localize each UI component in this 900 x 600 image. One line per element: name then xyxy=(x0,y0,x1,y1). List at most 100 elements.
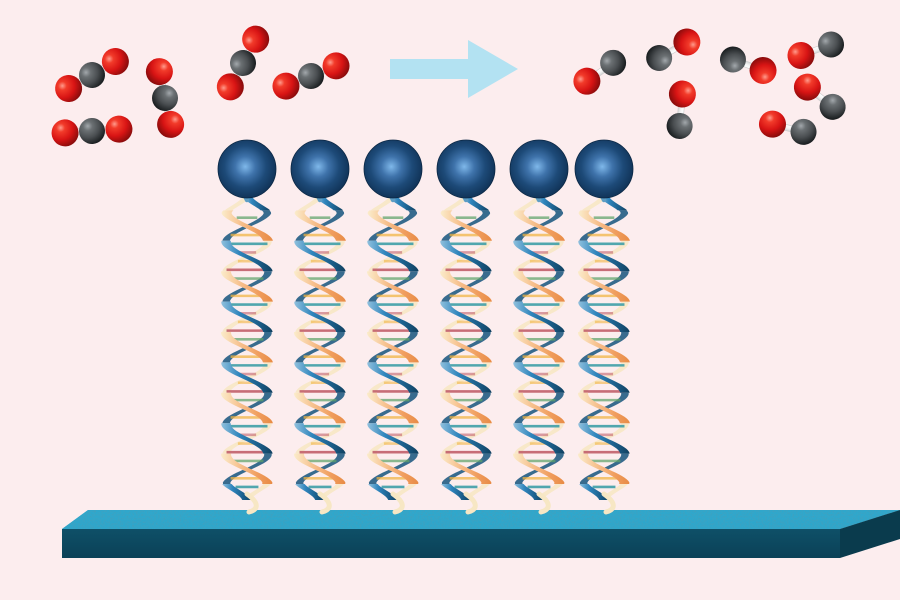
dna-backbone-orange xyxy=(221,392,273,424)
dna-backbone-orange xyxy=(367,453,419,484)
dna-backbone-front xyxy=(367,196,419,500)
dna-backbone-blue xyxy=(221,240,273,272)
dna-strand xyxy=(294,167,346,515)
dna-backbone-orange xyxy=(221,271,273,302)
gold-nanoparticle xyxy=(363,139,423,199)
dna-backbone-blue xyxy=(514,484,544,500)
dna-backbone-orange xyxy=(578,453,630,484)
dna-backbone-orange xyxy=(294,210,346,241)
dna-backbone-orange xyxy=(221,453,273,484)
dna-backbone-orange xyxy=(440,392,492,424)
gold-nanoparticle xyxy=(290,139,350,199)
dna-backbone-blue xyxy=(294,301,346,332)
dna-backbone-blue xyxy=(367,423,419,454)
dna-tail xyxy=(601,491,616,515)
dna-backbone-blue xyxy=(578,362,630,393)
dna-backbone-blue xyxy=(367,240,419,272)
substrate-texture xyxy=(62,510,900,529)
dna-backbone-blue xyxy=(221,301,273,332)
dna-backbone-orange xyxy=(224,196,251,211)
dna-tail xyxy=(390,491,405,515)
dna-backbone-blue xyxy=(440,362,492,393)
dna-backbone-blue xyxy=(578,301,630,332)
dna-backbone-front xyxy=(221,196,273,500)
dna-backbone-blue xyxy=(294,423,346,454)
dna-strand xyxy=(440,167,492,515)
dna-backbone-orange xyxy=(367,210,419,241)
dna-backbone-blue xyxy=(440,423,492,454)
dna-tail xyxy=(536,491,551,515)
electrode-substrate-slab xyxy=(62,510,900,558)
co2-molecule xyxy=(51,115,134,148)
dna-backbone-blue xyxy=(513,362,565,393)
dna-backbone-blue xyxy=(367,301,419,332)
dna-backbone-orange xyxy=(578,271,630,302)
dna-backbone-blue xyxy=(294,240,346,272)
gold-nanoparticle xyxy=(509,139,569,199)
dna-tail xyxy=(317,491,332,515)
dna-backbone-blue xyxy=(513,423,565,454)
dna-backbone-orange xyxy=(294,332,346,363)
dna-backbone-blue xyxy=(578,240,630,272)
dna-backbone-blue xyxy=(388,196,417,211)
dna-backbone-blue xyxy=(599,196,628,211)
dna-backbone-orange xyxy=(221,332,273,363)
dna-backbone-blue xyxy=(578,423,630,454)
dna-backbone-blue xyxy=(315,196,344,211)
reaction-arrow xyxy=(390,40,518,98)
dna-backbone-blue xyxy=(440,301,492,332)
dna-strand xyxy=(221,167,273,515)
dna-tether-row xyxy=(221,167,630,515)
dna-backbone-orange xyxy=(367,271,419,302)
dna-backbone-blue xyxy=(440,240,492,272)
dna-backbone-orange xyxy=(443,196,470,211)
dna-backbone-blue xyxy=(513,240,565,272)
dna-backbone-orange xyxy=(440,453,492,484)
gold-nanoparticle xyxy=(574,139,634,199)
dna-base-pair-group xyxy=(226,216,268,489)
dna-backbone-blue xyxy=(367,362,419,393)
dna-backbone-blue xyxy=(534,196,563,211)
dna-backbone-orange xyxy=(367,332,419,363)
dna-backbone-orange xyxy=(440,271,492,302)
dna-backbone-blue xyxy=(579,484,609,500)
dna-strand xyxy=(578,167,630,515)
dna-backbone-front xyxy=(440,196,492,500)
dna-backbone-orange xyxy=(294,453,346,484)
dna-backbone-orange xyxy=(513,271,565,302)
dna-base-pair-group xyxy=(372,216,414,489)
dna-backbone-orange xyxy=(578,392,630,424)
dna-tail xyxy=(244,491,259,515)
dna-backbone-blue xyxy=(513,301,565,332)
dna-backbone-orange xyxy=(578,210,630,241)
dna-backbone-orange xyxy=(367,392,419,424)
dna-backbone-blue xyxy=(294,362,346,393)
dna-backbone-orange xyxy=(513,332,565,363)
dna-backbone-orange xyxy=(513,210,565,241)
dna-backbone-orange xyxy=(513,453,565,484)
dna-backbone-front xyxy=(578,196,630,500)
gold-nanoparticle xyxy=(217,139,277,199)
gold-nanoparticle-row xyxy=(217,139,634,199)
substrate-side-face xyxy=(840,510,900,558)
dna-backbone-blue xyxy=(441,484,471,500)
dna-backbone-orange xyxy=(516,196,543,211)
dna-backbone-orange xyxy=(440,210,492,241)
dna-backbone-blue xyxy=(221,362,273,393)
dna-backbone-orange xyxy=(578,332,630,363)
dna-backbone-orange xyxy=(440,332,492,363)
dna-backbone-blue xyxy=(368,484,398,500)
gold-nanoparticle xyxy=(436,139,496,199)
dna-backbone-orange xyxy=(294,271,346,302)
dna-backbone-orange xyxy=(513,392,565,424)
dna-tail xyxy=(463,491,478,515)
dna-backbone-orange xyxy=(370,196,397,211)
dna-backbone-orange xyxy=(297,196,324,211)
dna-backbone-orange xyxy=(581,196,608,211)
dna-backbone-front xyxy=(294,196,346,500)
dna-backbone-blue xyxy=(222,484,252,500)
dna-strand xyxy=(513,167,565,515)
